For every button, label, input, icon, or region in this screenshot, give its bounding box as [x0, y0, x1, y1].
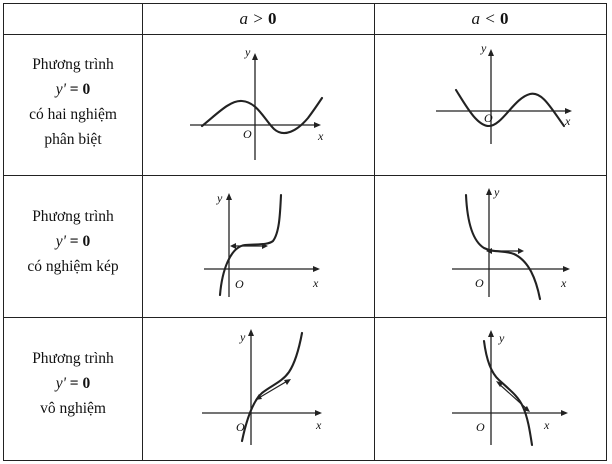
cubic-curve — [482, 339, 534, 447]
cubic-curve — [454, 88, 566, 128]
origin-label: O — [236, 420, 245, 434]
y-axis-arrow — [488, 330, 494, 337]
cubic-function-table: a > 0 a < 0 Phương trình y' = 0 có hai n… — [3, 3, 607, 461]
cubic-curve — [218, 193, 283, 297]
tangent-line — [256, 379, 290, 400]
header-var: a — [239, 9, 249, 28]
origin-label: O — [475, 276, 484, 290]
y-axis-arrow — [252, 53, 258, 60]
tangent-arrow-high — [496, 381, 503, 387]
tangent-arrow-right — [518, 248, 524, 254]
graph-two-roots-a-positive: y O x — [142, 34, 374, 175]
label-line: có nghiệm kép — [27, 258, 119, 275]
graph-double-root-a-negative: y O x — [374, 175, 606, 317]
row-label-no-roots: Phương trình y' = 0 vô nghiệm — [4, 346, 142, 421]
y-axis-arrow — [226, 193, 232, 200]
graph-no-roots-a-positive: y O x — [142, 317, 374, 462]
label-line: phân biệt — [44, 131, 102, 148]
tangent-arrow-low — [255, 394, 262, 400]
graph-double-root-a-positive: y O x — [142, 175, 374, 317]
x-axis-arrow — [563, 266, 570, 272]
tangent-line — [497, 382, 529, 411]
x-label: x — [312, 276, 319, 290]
label-line: Phương trình — [32, 208, 114, 225]
label-equation: y' = 0 — [55, 375, 91, 392]
y-axis-arrow — [248, 329, 254, 336]
origin-label: O — [243, 127, 252, 141]
column-divider-2 — [374, 4, 375, 460]
y-label: y — [493, 185, 500, 199]
y-label: y — [244, 45, 251, 59]
x-label: x — [564, 114, 571, 128]
label-line: có hai nghiệm — [29, 106, 117, 123]
y-label: y — [480, 41, 487, 55]
row-divider-2 — [4, 175, 606, 176]
x-axis-arrow — [565, 108, 572, 114]
x-label: x — [560, 276, 567, 290]
tangent-arrow-right — [262, 243, 268, 249]
header-val: 0 — [499, 9, 509, 28]
row-label-double-root: Phương trình y' = 0 có nghiệm kép — [4, 204, 142, 279]
tangent-arrow-left — [486, 248, 492, 254]
header-op: < — [484, 9, 496, 28]
label-line: vô nghiệm — [40, 400, 106, 417]
tangent-arrow-left — [230, 243, 236, 249]
y-label: y — [498, 331, 505, 345]
x-label: x — [315, 418, 322, 432]
header-var: a — [471, 9, 481, 28]
x-axis-arrow — [314, 122, 321, 128]
row-label-two-roots: Phương trình y' = 0 có hai nghiệm phân b… — [4, 52, 142, 152]
y-axis-arrow — [488, 49, 494, 56]
origin-label: O — [484, 111, 493, 125]
origin-label: O — [476, 420, 485, 434]
header-op: > — [252, 9, 264, 28]
tangent-arrow-low — [523, 406, 530, 412]
header-a-positive: a > 0 — [142, 4, 374, 34]
label-line: Phương trình — [32, 56, 114, 73]
cubic-curve — [200, 96, 324, 134]
cubic-curve — [240, 331, 304, 443]
y-label: y — [216, 191, 223, 205]
label-equation: y' = 0 — [55, 81, 91, 98]
x-axis-arrow — [315, 410, 322, 416]
header-a-negative: a < 0 — [374, 4, 606, 34]
row-divider-3 — [4, 317, 606, 318]
x-axis-arrow — [313, 266, 320, 272]
column-divider-1 — [142, 4, 143, 460]
row-divider-1 — [4, 34, 606, 35]
header-val: 0 — [267, 9, 277, 28]
label-equation: y' = 0 — [55, 233, 91, 250]
x-axis-arrow — [561, 410, 568, 416]
graph-two-roots-a-negative: y O x — [374, 34, 606, 175]
graph-no-roots-a-negative: y O x — [374, 317, 606, 462]
label-line: Phương trình — [32, 350, 114, 367]
y-axis-arrow — [486, 188, 492, 195]
origin-label: O — [235, 277, 244, 291]
x-label: x — [543, 418, 550, 432]
y-label: y — [239, 330, 246, 344]
x-label: x — [317, 129, 324, 143]
tangent-arrow-high — [284, 379, 291, 385]
